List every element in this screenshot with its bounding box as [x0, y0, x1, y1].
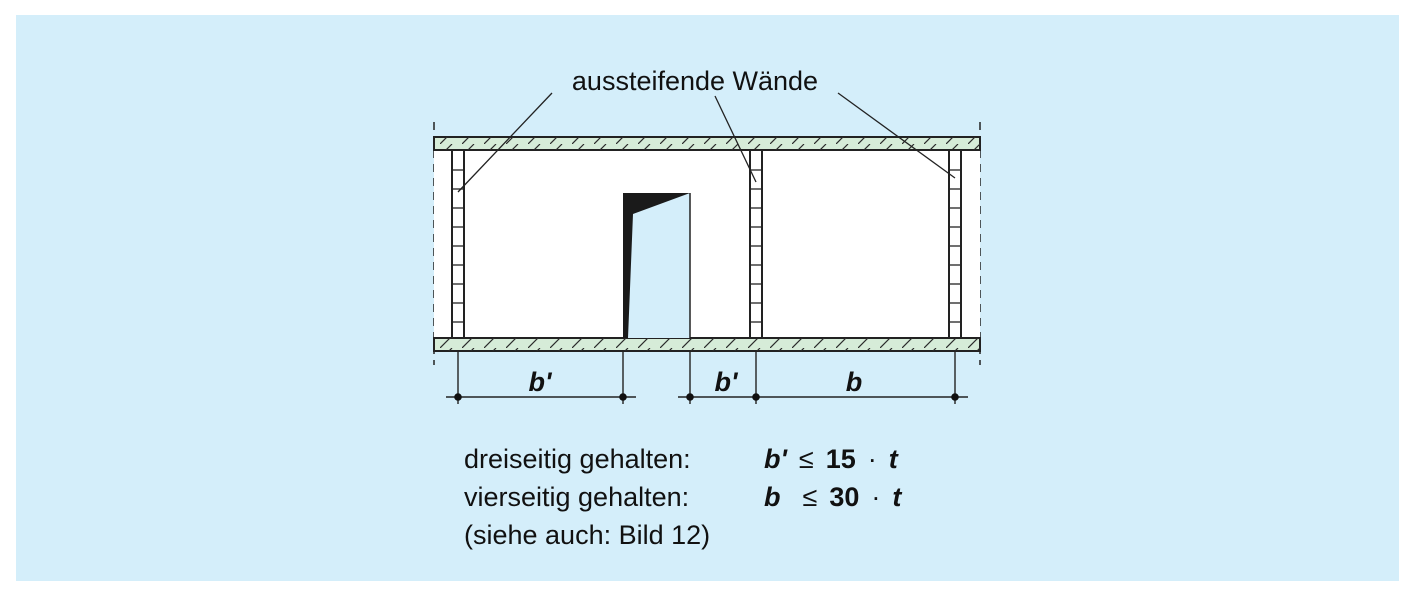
- dimension-label-right: b: [846, 367, 863, 397]
- stiffening-wall-middle: [749, 149, 763, 339]
- formula-four-sided: b ≤ 30 · t: [764, 478, 901, 516]
- top-slab: [433, 136, 981, 151]
- formula-dot: ·: [871, 482, 881, 512]
- caption-line-three-sided: dreiseitig gehalten: b' ≤ 15 · t: [464, 440, 901, 478]
- dimension-line: [446, 352, 968, 404]
- formula-dot: ·: [867, 444, 877, 474]
- dimension-label-middle: b': [715, 367, 739, 397]
- formula-value: 15: [825, 444, 856, 474]
- formula-symbol: b: [764, 482, 781, 512]
- door-leaf: [623, 193, 690, 338]
- room-interior: [434, 150, 980, 338]
- formula-operator: ≤: [798, 444, 814, 474]
- caption-reference: (siehe auch: Bild 12): [464, 516, 901, 554]
- caption-line-four-sided: vierseitig gehalten: b ≤ 30 · t: [464, 478, 901, 516]
- formula-variable: t: [888, 444, 898, 474]
- stiffening-wall-right: [948, 149, 962, 339]
- caption-reference-text: (siehe auch: Bild 12): [464, 520, 711, 550]
- stiffening-wall-left: [451, 149, 465, 339]
- formula-value: 30: [829, 482, 860, 512]
- formula-three-sided: b' ≤ 15 · t: [764, 440, 898, 478]
- caption-label-three-sided: dreiseitig gehalten:: [464, 444, 691, 474]
- caption-block: dreiseitig gehalten: b' ≤ 15 · t viersei…: [464, 440, 901, 554]
- caption-label-four-sided: vierseitig gehalten:: [464, 482, 690, 512]
- formula-symbol: b': [764, 444, 787, 474]
- dimension-label-left: b': [529, 367, 553, 397]
- dimension-points: [454, 393, 959, 401]
- callout-leaders: [457, 92, 956, 193]
- door-opening: [623, 193, 691, 338]
- callout-label: aussteifende Wände: [572, 66, 818, 96]
- formula-variable: t: [892, 482, 902, 512]
- bottom-slab: [433, 337, 981, 352]
- formula-operator: ≤: [802, 482, 818, 512]
